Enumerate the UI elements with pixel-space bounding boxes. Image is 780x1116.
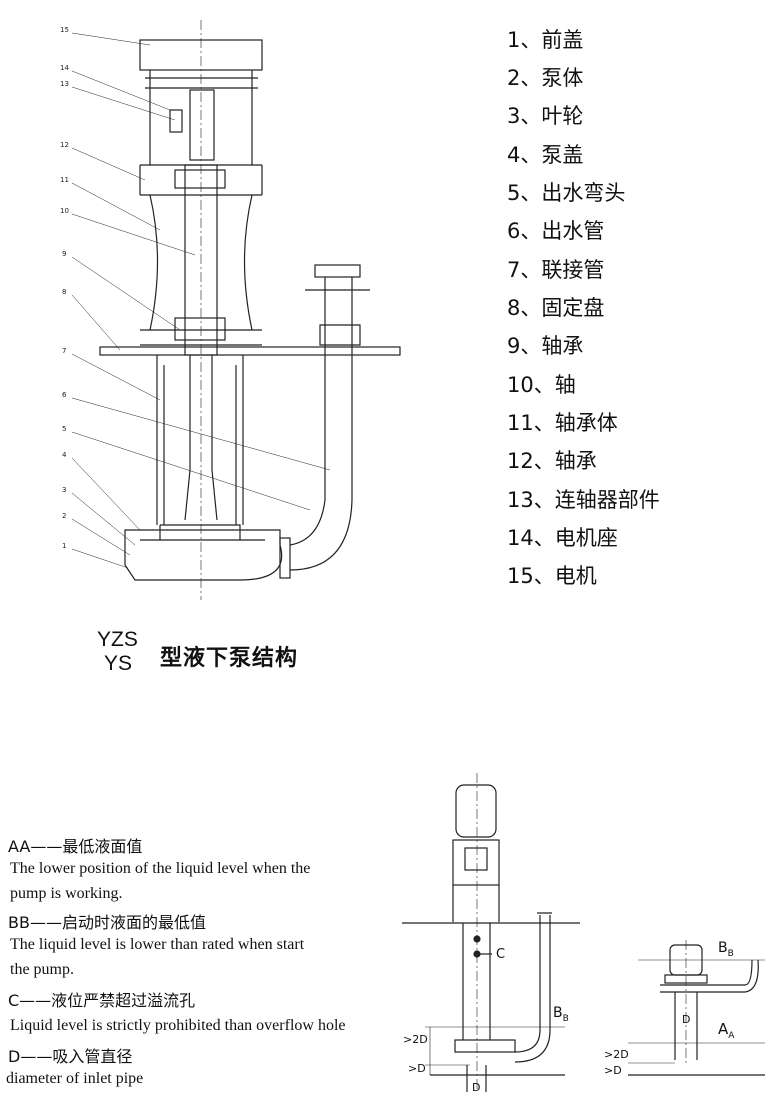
callout-12: 12 (60, 141, 69, 149)
legend-item: 10、轴 (507, 373, 576, 397)
legend-item: 11、轴承体 (507, 411, 618, 435)
legend-item: 12、轴承 (507, 449, 597, 473)
legend-item: 3、叶轮 (507, 104, 584, 128)
motor-mount (145, 70, 258, 165)
label-d-gap-2: >D (604, 1064, 622, 1077)
callout-4: 4 (62, 451, 67, 459)
outlet-pipe (289, 277, 353, 571)
label-c: C (496, 947, 506, 962)
note-bb-en: The liquid level is lower than rated whe… (10, 936, 305, 953)
callout-11: 11 (60, 176, 69, 184)
label-2d: >2D (403, 1033, 428, 1046)
label-d-gap: >D (408, 1062, 426, 1075)
callout-8: 8 (62, 288, 67, 296)
legend-item: 4、泵盖 (507, 143, 584, 167)
note-bb-en2: the pump. (10, 961, 74, 978)
pump-casing (124, 529, 283, 581)
mounting-plate (99, 346, 401, 356)
callout-5: 5 (62, 425, 67, 433)
note-d-en: diameter of inlet pipe (6, 1070, 144, 1087)
legend-item: 13、连轴器部件 (507, 488, 660, 512)
legend-item: 6、出水管 (507, 219, 605, 243)
note-aa-cn: AA——最低液面值 (8, 837, 143, 856)
legend-item: 8、固定盘 (507, 296, 605, 320)
callout-7: 7 (62, 347, 67, 355)
drawing-title: 型液下泵结构 (160, 646, 299, 671)
legend-item: 15、电机 (507, 564, 597, 588)
legend-item: 7、联接管 (507, 258, 605, 282)
callout-10: 10 (60, 207, 69, 215)
callout-6: 6 (62, 391, 67, 399)
installation-diagram-dry (628, 940, 765, 1076)
note-aa-en2: pump is working. (10, 885, 123, 902)
note-d-cn: D——吸入管直径 (8, 1047, 133, 1066)
model-yzs: YZS (97, 628, 138, 651)
label-d-2: D (682, 1013, 691, 1026)
callout-1: 1 (62, 542, 67, 550)
callout-15: 15 (60, 26, 69, 34)
legend-item: 1、前盖 (507, 28, 584, 52)
label-d: D (472, 1081, 481, 1094)
callout-2: 2 (62, 512, 67, 520)
legend-item: 14、电机座 (507, 526, 618, 550)
legend-item: 9、轴承 (507, 334, 584, 358)
connecting-pipe (156, 355, 244, 525)
label-aa: AA (718, 1020, 735, 1041)
installation-diagram-submerged (402, 773, 580, 1092)
callout-9: 9 (62, 250, 67, 258)
note-aa-en: The lower position of the liquid level w… (10, 860, 311, 877)
note-c-en: Liquid level is strictly prohibited than… (10, 1017, 346, 1034)
callout-3: 3 (62, 486, 67, 494)
label-2d-2: >2D (604, 1048, 629, 1061)
note-bb-cn: BB——启动时液面的最低值 (8, 913, 206, 932)
note-c-cn: C——液位严禁超过溢流孔 (8, 991, 196, 1010)
callout-13: 13 (60, 80, 69, 88)
legend-item: 5、出水弯头 (507, 181, 626, 205)
callout-14: 14 (60, 64, 69, 72)
model-ys: YS (104, 652, 133, 675)
label-bb: BB (553, 1005, 569, 1024)
label-bb-2: BB (718, 940, 734, 959)
legend-item: 2、泵体 (507, 66, 584, 90)
